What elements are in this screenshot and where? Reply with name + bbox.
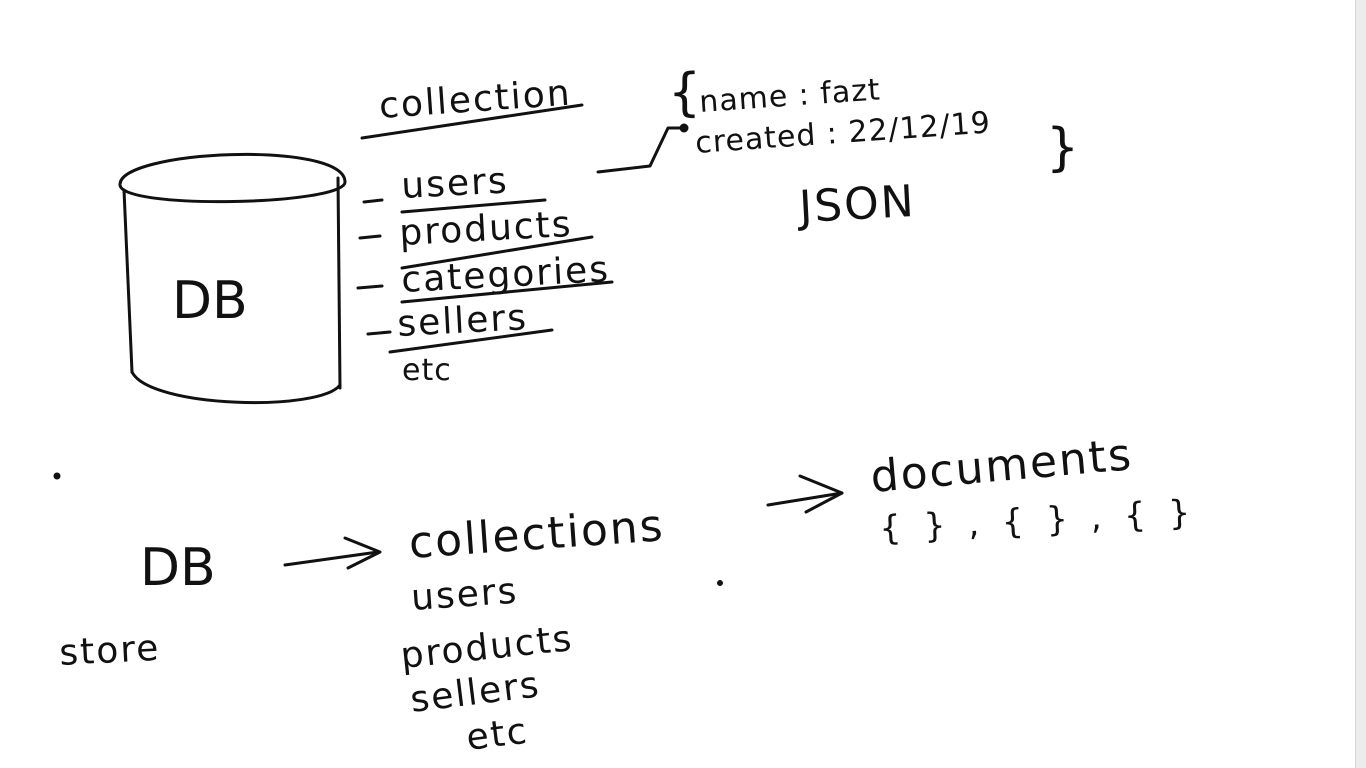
db-label: DB — [172, 271, 248, 331]
arrow-collections-to-documents — [766, 474, 844, 514]
list-item-sellers: sellers — [396, 297, 529, 345]
list-item-products: products — [398, 204, 573, 254]
db-cylinder-right-side — [336, 176, 342, 390]
stray-dot — [717, 580, 723, 586]
list-dash — [356, 284, 384, 290]
bottom-list-item-products: products — [399, 618, 576, 677]
arrow-db-to-collections — [283, 536, 382, 570]
db-cylinder-bottom — [130, 370, 342, 405]
json-document: { name : fazt created : 22/12/19 } — [668, 63, 1079, 178]
collections-label: collections — [407, 500, 666, 569]
list-underline — [388, 328, 554, 354]
list-underline — [400, 198, 547, 214]
users-to-document-connector — [596, 126, 686, 174]
collection-heading-underline — [360, 103, 584, 140]
bottom-collection-list: users products sellers etc — [399, 571, 576, 759]
collection-list: users products categories sellers etc — [356, 160, 614, 388]
json-label: JSON — [795, 176, 917, 233]
json-line-name: name : fazt — [698, 72, 882, 120]
store-label: store — [58, 628, 161, 674]
window-edge-scrollbar[interactable] — [1355, 0, 1366, 768]
db-cylinder-left-side — [122, 188, 134, 374]
list-dash — [366, 330, 392, 336]
documents-label: documents — [869, 429, 1135, 503]
bottom-db-label: DB — [140, 538, 216, 598]
list-item-users: users — [400, 160, 509, 207]
stray-dot — [53, 472, 61, 480]
list-dash — [358, 234, 382, 240]
db-cylinder-top — [118, 152, 347, 204]
db-cylinder — [118, 152, 347, 405]
list-dash — [362, 198, 384, 204]
json-close-brace: } — [1046, 118, 1079, 178]
collection-heading: collection — [378, 73, 573, 127]
documents-braces: { } , { } , { } — [878, 492, 1197, 549]
list-underline — [400, 280, 614, 304]
connector-dot — [679, 123, 689, 133]
json-open-brace: { — [668, 63, 701, 123]
list-underline — [400, 235, 594, 270]
list-item-etc: etc — [402, 353, 452, 388]
bottom-list-item-etc: etc — [464, 711, 531, 759]
bottom-list-item-users: users — [410, 571, 520, 619]
